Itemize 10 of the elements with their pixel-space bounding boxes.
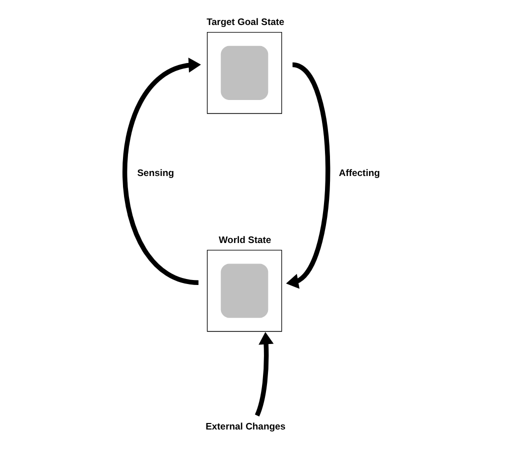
edge-label: Sensing xyxy=(136,168,174,179)
node-text: External Changes xyxy=(205,422,286,433)
node-label: World State xyxy=(218,234,271,246)
edge-label: Affecting xyxy=(338,168,380,179)
arrow xyxy=(254,332,274,416)
arrow xyxy=(122,58,200,285)
node-box xyxy=(206,250,282,332)
arrow xyxy=(286,62,330,289)
node-box xyxy=(206,32,282,114)
node-label: Target Goal State xyxy=(206,17,284,28)
